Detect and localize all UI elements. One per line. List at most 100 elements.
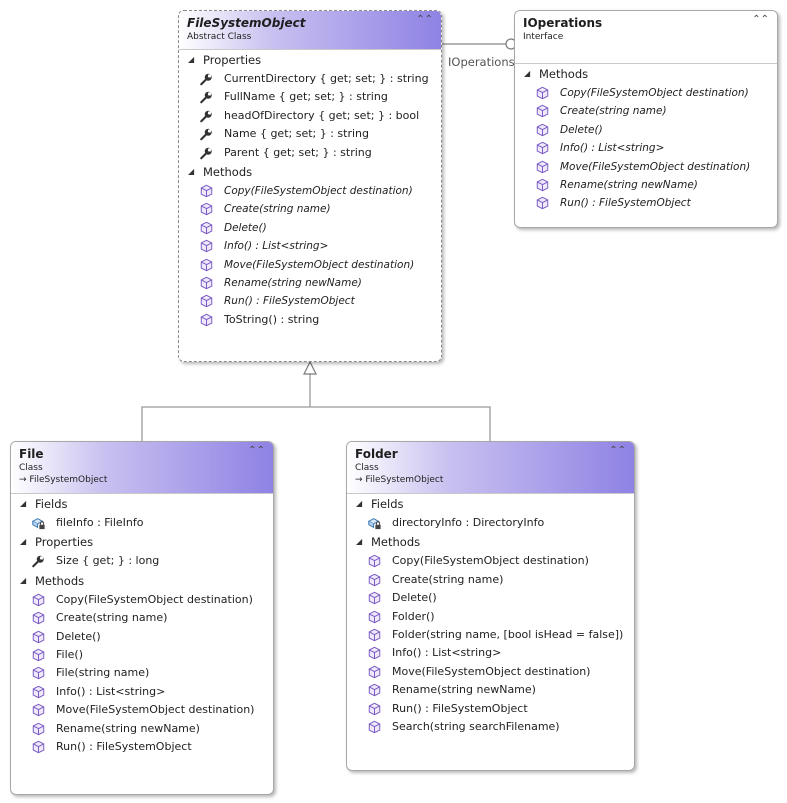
method-row[interactable]: Rename(string newName)	[347, 681, 634, 699]
method-row[interactable]: Run() : FileSystemObject	[179, 292, 441, 310]
section-header-methods[interactable]: ◢Methods	[347, 532, 634, 552]
inherit-arrow-icon: →	[19, 475, 27, 485]
class-header[interactable]: File Class → FileSystemObject ⌃⌃	[11, 442, 273, 494]
method-row[interactable]: Info() : List<string>	[179, 237, 441, 255]
method-row[interactable]: Move(FileSystemObject destination)	[347, 663, 634, 681]
method-row[interactable]: Copy(FileSystemObject destination)	[11, 591, 273, 609]
class-header[interactable]: Folder Class → FileSystemObject ⌃⌃	[347, 442, 634, 494]
method-row[interactable]: Info() : List<string>	[347, 644, 634, 662]
properties-section: ◢Properties CurrentDirectory { get; set;…	[179, 50, 441, 162]
class-box-filesystemobject[interactable]: FileSystemObject Abstract Class ⌃⌃ ◢Prop…	[178, 10, 442, 362]
cube-method-icon	[200, 184, 213, 198]
cube-method-icon	[32, 667, 45, 680]
method-row[interactable]: Info() : List<string>	[515, 139, 777, 157]
triangle-expander-icon[interactable]: ◢	[356, 537, 363, 547]
field-row[interactable]: fileInfo : FileInfo	[11, 514, 273, 532]
section-header-properties[interactable]: ◢Properties	[179, 50, 441, 70]
triangle-expander-icon[interactable]: ◢	[188, 55, 195, 64]
class-stereotype: Abstract Class	[187, 32, 252, 42]
properties-section: ◢Properties Size { get; } : long	[11, 532, 273, 570]
field-lock-icon	[367, 518, 381, 530]
method-row[interactable]: Delete()	[515, 121, 777, 139]
section-header-methods[interactable]: ◢Methods	[11, 571, 273, 591]
method-row[interactable]: Create(string name)	[11, 609, 273, 627]
wrench-icon	[200, 128, 212, 141]
method-row[interactable]: File(string name)	[11, 664, 273, 682]
method-row[interactable]: Run() : FileSystemObject	[347, 700, 634, 718]
method-row[interactable]: Delete()	[11, 628, 273, 646]
method-row[interactable]: Folder(string name, [bool isHead = false…	[347, 626, 634, 644]
wrench-icon	[200, 110, 212, 123]
section-header-fields[interactable]: ◢Fields	[11, 494, 273, 514]
property-row[interactable]: FullName { get; set; } : string	[179, 88, 441, 106]
cube-method-icon	[368, 683, 381, 697]
collapse-chevron-icon[interactable]: ⌃⌃	[416, 14, 433, 25]
triangle-expander-icon[interactable]: ◢	[524, 69, 531, 78]
method-row[interactable]: ToString() : string	[179, 311, 441, 329]
wrench-icon	[200, 73, 212, 86]
inheritance-connector	[141, 406, 491, 441]
method-row[interactable]: Copy(FileSystemObject destination)	[347, 552, 634, 570]
method-row[interactable]: Delete()	[347, 589, 634, 607]
cube-method-icon	[200, 295, 213, 308]
method-row[interactable]: Create(string name)	[347, 571, 634, 589]
property-row[interactable]: Name { get; set; } : string	[179, 125, 441, 143]
triangle-expander-icon[interactable]: ◢	[20, 537, 27, 547]
method-row[interactable]: Run() : FileSystemObject	[11, 738, 273, 756]
interface-header[interactable]: IOperations Interface ⌃⌃	[515, 11, 777, 64]
cube-method-icon	[32, 648, 45, 662]
method-row[interactable]: Rename(string newName)	[515, 176, 777, 194]
collapse-chevron-icon[interactable]: ⌃⌃	[248, 445, 265, 456]
property-row[interactable]: CurrentDirectory { get; set; } : string	[179, 70, 441, 88]
field-row[interactable]: directoryInfo : DirectoryInfo	[347, 514, 634, 532]
method-row[interactable]: Create(string name)	[515, 102, 777, 120]
method-row[interactable]: Delete()	[179, 219, 441, 237]
property-row[interactable]: Parent { get; set; } : string	[179, 144, 441, 162]
cube-method-icon	[368, 628, 381, 642]
triangle-expander-icon[interactable]: ◢	[20, 575, 27, 585]
method-row[interactable]: Copy(FileSystemObject destination)	[515, 84, 777, 102]
class-box-folder[interactable]: Folder Class → FileSystemObject ⌃⌃ ◢Fiel…	[346, 441, 635, 771]
triangle-expander-icon[interactable]: ◢	[20, 499, 27, 508]
property-row[interactable]: Size { get; } : long	[11, 552, 273, 570]
method-row[interactable]: Search(string searchFilename)	[347, 718, 634, 736]
method-row[interactable]: Folder()	[347, 608, 634, 626]
cube-method-icon	[200, 203, 213, 216]
method-row[interactable]: File()	[11, 646, 273, 664]
collapse-chevron-icon[interactable]: ⌃⌃	[609, 445, 626, 456]
method-row[interactable]: Rename(string newName)	[11, 720, 273, 738]
method-row[interactable]: Copy(FileSystemObject destination)	[179, 182, 441, 200]
field-lock-icon	[31, 518, 45, 530]
interface-title: IOperations	[523, 16, 603, 30]
property-row[interactable]: headOfDirectory { get; set; } : bool	[179, 107, 441, 125]
wrench-icon	[200, 92, 212, 104]
cube-method-icon	[368, 555, 381, 568]
collapse-chevron-icon[interactable]: ⌃⌃	[752, 14, 769, 25]
cube-method-icon	[536, 105, 549, 118]
cube-method-icon	[536, 178, 549, 192]
cube-method-icon	[368, 720, 381, 734]
method-row[interactable]: Info() : List<string>	[11, 683, 273, 701]
section-header-methods[interactable]: ◢Methods	[515, 64, 777, 84]
method-row[interactable]: Create(string name)	[179, 200, 441, 218]
method-row[interactable]: Move(FileSystemObject destination)	[11, 701, 273, 719]
cube-method-icon	[32, 630, 45, 643]
base-class-label: → FileSystemObject	[19, 475, 108, 485]
class-title: FileSystemObject	[187, 16, 306, 30]
inherit-arrow-icon: →	[355, 475, 363, 485]
method-row[interactable]: Run() : FileSystemObject	[515, 194, 777, 212]
interface-box-ioperations[interactable]: IOperations Interface ⌃⌃ ◢Methods Copy(F…	[514, 10, 778, 228]
method-row[interactable]: Rename(string newName)	[179, 274, 441, 292]
triangle-expander-icon[interactable]: ◢	[356, 499, 363, 508]
method-row[interactable]: Move(FileSystemObject destination)	[179, 256, 441, 274]
cube-method-icon	[32, 703, 45, 717]
class-header[interactable]: FileSystemObject Abstract Class ⌃⌃	[179, 11, 441, 50]
cube-method-icon	[536, 160, 549, 173]
triangle-expander-icon[interactable]: ◢	[188, 166, 195, 176]
section-header-properties[interactable]: ◢Properties	[11, 532, 273, 552]
section-header-methods[interactable]: ◢Methods	[179, 162, 441, 182]
class-box-file[interactable]: File Class → FileSystemObject ⌃⌃ ◢Fields…	[10, 441, 274, 795]
cube-method-icon	[200, 313, 213, 326]
section-header-fields[interactable]: ◢Fields	[347, 494, 634, 514]
method-row[interactable]: Move(FileSystemObject destination)	[515, 158, 777, 176]
